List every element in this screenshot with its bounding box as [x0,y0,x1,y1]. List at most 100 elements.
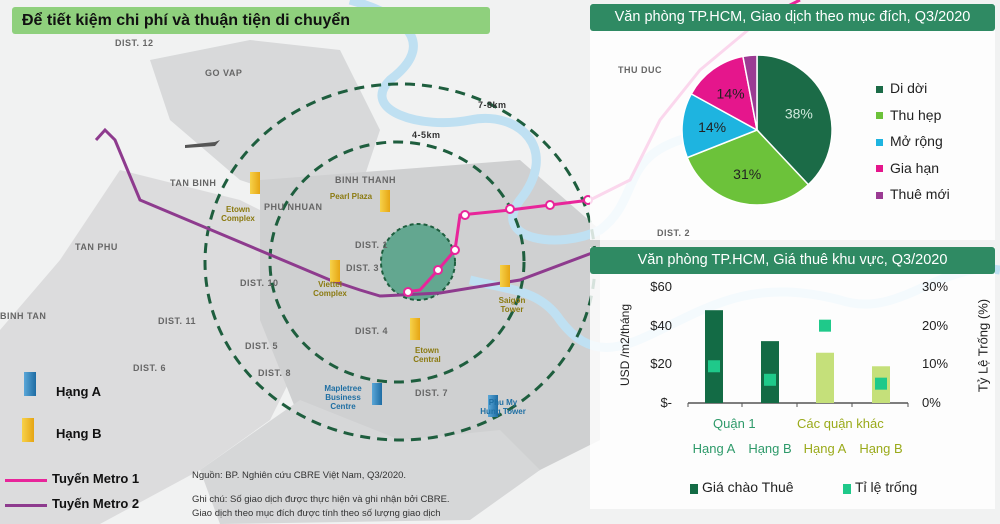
y2-tick-label: 0% [922,395,941,410]
category-label: Hạng B [748,441,792,456]
category-label: Hạng A [692,441,736,456]
district-label: DIST. 8 [258,368,292,378]
y2-tick-label: 10% [922,356,949,372]
pie-slice [690,55,759,132]
airplane-icon [185,140,220,148]
y2-tick-label: 20% [922,317,949,333]
building-label: Etown Complex [221,205,255,223]
source-note: Nguồn: BP. Nghiên cứu CBRE Việt Nam, Q3/… [192,470,407,481]
map-title: Để tiết kiệm chi phí và thuận tiện di ch… [12,7,490,34]
building-label: Etown Central [413,346,441,364]
legend-label: Thu hẹp [890,106,942,123]
pie-chart: 38%31%14%14% [681,54,833,206]
building-label: Pearl Plaza [329,192,373,201]
legend-grade-a: Hạng A [56,384,102,399]
pie-legend-item: Thuê mới [876,186,950,202]
y2-axis-label: Tỷ Lệ Trống (%) [975,298,991,393]
district-label: DIST. 5 [245,341,279,351]
bar-chart-panel: Văn phòng TP.HCM, Giá thuê khu vực, Q3/2… [590,247,995,509]
legend-swatch [876,85,883,93]
district-label: TAN BINH [170,178,217,188]
legend-metro2: Tuyến Metro 2 [52,496,140,511]
legend-metro1-line [5,479,47,482]
bar-legend-label: Giá chào Thuê [702,479,794,495]
vacancy-marker [875,377,887,390]
category-label: Hạng A [803,441,847,456]
legend-swatch [876,138,883,146]
district-label: BINH THANH [335,175,396,185]
district-areas [0,40,600,524]
district-label: GO VAP [205,68,243,78]
pie-slice [742,54,758,131]
district-label: BINH TAN [0,311,47,321]
grade-b-building-icon [330,260,340,282]
pie-slice-label: 14% [717,86,745,102]
legend-metro2-line [5,504,47,507]
group-label: Quận 1 [713,416,756,431]
bar-legend-label: Tỉ lệ trống [855,479,918,495]
pie-legend-item: Gia hạn [876,160,939,176]
vacancy-marker [764,373,776,386]
rent-bar [705,310,723,403]
note-line-2: Giao dịch theo mục đích được tính theo s… [192,508,441,519]
district-label: THU DUC [618,65,662,75]
note-line-1: Ghi chú: Số giao dịch được thực hiện và … [192,494,450,505]
group-label: Các quận khác [797,416,884,431]
pie-slice-label: 38% [785,105,813,121]
rent-bar [816,352,834,403]
grade-b-building-icon [380,190,390,212]
y-tick-label: $60 [650,279,672,294]
pie-legend-item: Mở rộng [876,133,943,149]
legend-grade-b-icon [22,418,34,442]
legend-swatch [876,165,883,173]
legend-label: Mở rộng [890,133,943,149]
district-label: DIST. 12 [115,38,154,48]
legend-swatch [876,191,883,199]
pie-slice [686,129,810,206]
pie-slice-label: 14% [698,119,726,135]
bar-chart [687,310,909,407]
y-tick-label: $20 [650,356,672,372]
metro-line-2 [94,127,601,298]
y2-tick-label: 30% [922,279,949,294]
district-1-highlight [380,223,456,301]
pie-chart-title: Văn phòng TP.HCM, Giao dịch theo mục đíc… [590,4,995,31]
building-label: Phu My Hung Tower [480,398,526,416]
pie-slice [756,54,833,186]
vacancy-marker [819,319,831,332]
grade-b-building-icon [500,265,510,287]
y-tick-label: $40 [650,317,672,333]
district-label: TAN PHU [75,242,118,252]
rent-bar [761,341,779,403]
district-label: DIST. 2 [657,228,691,238]
district-label: DIST. 10 [240,278,279,288]
ring-label-inner: 4-5km [412,130,441,140]
category-label: Hạng B [859,441,903,456]
grade-b-building-icon [410,318,420,340]
bar-legend-swatch [843,484,851,494]
legend-grade-a-icon [24,372,36,396]
district-label: DIST. 3 [346,263,380,273]
legend-swatch [876,112,883,120]
pie-legend-item: Thu hẹp [876,107,941,123]
district-label: DIST. 6 [133,363,167,373]
ring-label-outer: 7-8km [478,100,507,110]
district-label: PHU NHUAN [264,202,323,212]
legend-label: Di dời [890,80,928,96]
vacancy-marker [708,360,720,373]
legend-label: Thuê mới [890,186,950,202]
bar-chart-title: Văn phòng TP.HCM, Giá thuê khu vực, Q3/2… [590,247,995,274]
legend-metro1: Tuyến Metro 1 [52,471,140,486]
district-label: DIST. 11 [158,316,197,326]
legend-label: Gia hạn [890,159,940,176]
y-tick-label: $- [660,395,672,410]
pie-legend-item: Di dời [876,80,927,96]
y-axis-label: USD /m2/tháng [618,303,632,387]
pie-slice [681,92,759,159]
district-label: DIST. 1 [355,240,389,250]
building-label: Mapletree Business Centre [324,384,362,411]
grade-a-building-icon [372,383,382,405]
bar-legend-swatch [690,484,698,494]
grade-b-building-icon [250,172,260,194]
